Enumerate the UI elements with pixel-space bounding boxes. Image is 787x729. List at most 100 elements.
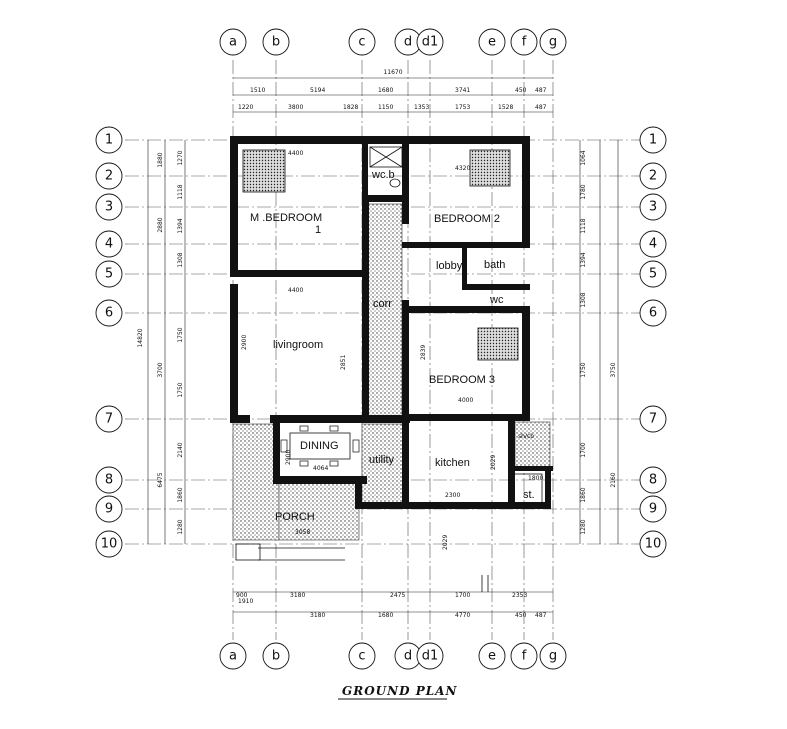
dim-int-2: 4320 [455, 165, 470, 172]
dim-int-5: 2900 [285, 450, 292, 465]
grid-col-f-top-bubble [510, 28, 538, 56]
dim-right-sub-1: 2160 [610, 472, 617, 487]
grid-row-4-right-label: 4 [649, 237, 657, 252]
grid-row-10-left-label: 10 [101, 537, 118, 552]
grid-col-f-top-label: f [522, 35, 527, 50]
grid-row-3-right-bubble [639, 193, 667, 221]
grid-row-5-left-bubble [95, 260, 123, 288]
grid-col-a-top-bubble [219, 28, 247, 56]
dim-int-6: 2851 [340, 355, 347, 370]
bed-master [242, 149, 286, 193]
grid-row-1-left-label: 1 [105, 133, 113, 148]
dim-top2-2: 1680 [378, 87, 393, 94]
grid-col-f-bottom-bubble [510, 642, 538, 670]
dim-int-7: 2839 [420, 345, 427, 360]
dim-int-4: 2900 [241, 335, 248, 350]
grid-col-g-bottom-bubble [539, 642, 567, 670]
dim-left-7: 1860 [177, 487, 184, 502]
interior-dimensions: 4400 4400 4320 4000 2900 2900 2851 2839 … [241, 150, 543, 550]
grid-row-4-left-bubble [95, 230, 123, 258]
room-label-porch: PORCH [275, 511, 315, 523]
grid-col-a-bottom-bubble [219, 642, 247, 670]
dim-right-0: 1064 [580, 150, 587, 165]
grid-row-3-left-bubble [95, 193, 123, 221]
room-label-livingroom: livingroom [273, 339, 323, 351]
grid-col-c-bottom-bubble [348, 642, 376, 670]
grid-col-e-bottom-label: e [488, 649, 496, 664]
grid-col-c-bottom-label: c [358, 649, 365, 664]
dim-bot1-4: 2353 [512, 592, 527, 599]
grid-row-9-left-bubble [95, 495, 123, 523]
dim-top2-3: 3741 [455, 87, 470, 94]
grid-row-3-left-label: 3 [105, 200, 113, 215]
grid-row-9-right-label: 9 [649, 502, 657, 517]
grid-row-7-right-bubble [639, 405, 667, 433]
grid-row-5-right-bubble [639, 260, 667, 288]
room-label-master-bedroom: M .BEDROOM [250, 212, 322, 224]
grid-col-b-bottom-label: b [272, 649, 280, 664]
dim-bot2-4: 487 [535, 612, 547, 619]
grid-col-d1-bottom-label: d1 [422, 649, 439, 664]
room-labels: M .BEDROOM 1 BEDROOM 2 BEDROOM 3 livingr… [250, 169, 535, 523]
room-label-kitchen: kitchen [435, 457, 470, 469]
dim-bot2-1: 1680 [378, 612, 393, 619]
dim-top2-5: 487 [535, 87, 547, 94]
grid-col-g-top-label: g [549, 35, 557, 50]
porch-floor [278, 481, 360, 541]
grid-col-d-bottom-label: d [404, 649, 412, 664]
dim-right-1: 1780 [580, 184, 587, 199]
utility-floor [361, 423, 405, 507]
room-label-utility: utility [369, 454, 395, 466]
grid-row-2-right-label: 2 [649, 169, 657, 184]
grid-col-a-top-label: a [229, 35, 237, 50]
dim-bot1-5: 1910 [238, 598, 253, 605]
dim-bot1-0: 900 [236, 592, 248, 599]
room-label-bedroom2: BEDROOM 2 [434, 213, 500, 225]
store-shelf [509, 473, 543, 505]
grid-row-2-left-bubble [95, 162, 123, 190]
dim-int-9: 2300 [445, 492, 460, 499]
dim-bot2-0: 3180 [310, 612, 325, 619]
dim-left-sub-1: 2880 [157, 217, 164, 232]
grid-col-g-top-bubble [539, 28, 567, 56]
dim-top3-7: 487 [535, 104, 547, 111]
dim-right-3: 1394 [580, 252, 587, 267]
dim-left-1: 1118 [177, 184, 184, 199]
dim-top3-6: 1528 [498, 104, 513, 111]
dim-left-overall: 14820 [137, 328, 144, 347]
room-label-shelf: sh/cb [518, 433, 534, 440]
grid-row-1-left-bubble [95, 126, 123, 154]
bed-bedroom2 [469, 149, 511, 187]
dim-top2-0: 1510 [250, 87, 265, 94]
dim-bot2-3: 450 [515, 612, 527, 619]
dim-left-sub-0: 1880 [157, 152, 164, 167]
grid-row-4-right-bubble [639, 230, 667, 258]
toilet-wcb [389, 178, 401, 188]
dining-table [289, 432, 351, 460]
dim-top3-4: 1353 [414, 104, 429, 111]
dim-top3-3: 1150 [378, 104, 393, 111]
grid-col-b-top-label: b [272, 35, 280, 50]
grid-col-e-bottom-bubble [478, 642, 506, 670]
grid-row-7-right-label: 7 [649, 412, 657, 427]
grid-row-6-left-bubble [95, 299, 123, 327]
grid-col-b-bottom-bubble [262, 642, 290, 670]
grid-col-a-bottom-label: a [229, 649, 237, 664]
grid-col-f-bottom-label: f [522, 649, 527, 664]
grid-col-d-top-label: d [404, 35, 412, 50]
dimension-lines [147, 77, 619, 613]
grid-row-7-left-bubble [95, 405, 123, 433]
room-label-store: st. [523, 489, 535, 501]
furniture [235, 146, 543, 592]
dim-int-8: 4064 [313, 465, 328, 472]
room-label-lobby: lobby [436, 260, 463, 272]
grid-col-c-top-label: c [358, 35, 365, 50]
room-label-master-bedroom-number: 1 [315, 224, 321, 236]
grid-col-g-bottom-label: g [549, 649, 557, 664]
dim-left-3: 1308 [177, 252, 184, 267]
room-label-dining: DINING [300, 440, 339, 452]
grid-row-6-right-bubble [639, 299, 667, 327]
grid-row-10-left-bubble [95, 530, 123, 558]
dim-int-1: 4400 [288, 287, 303, 294]
